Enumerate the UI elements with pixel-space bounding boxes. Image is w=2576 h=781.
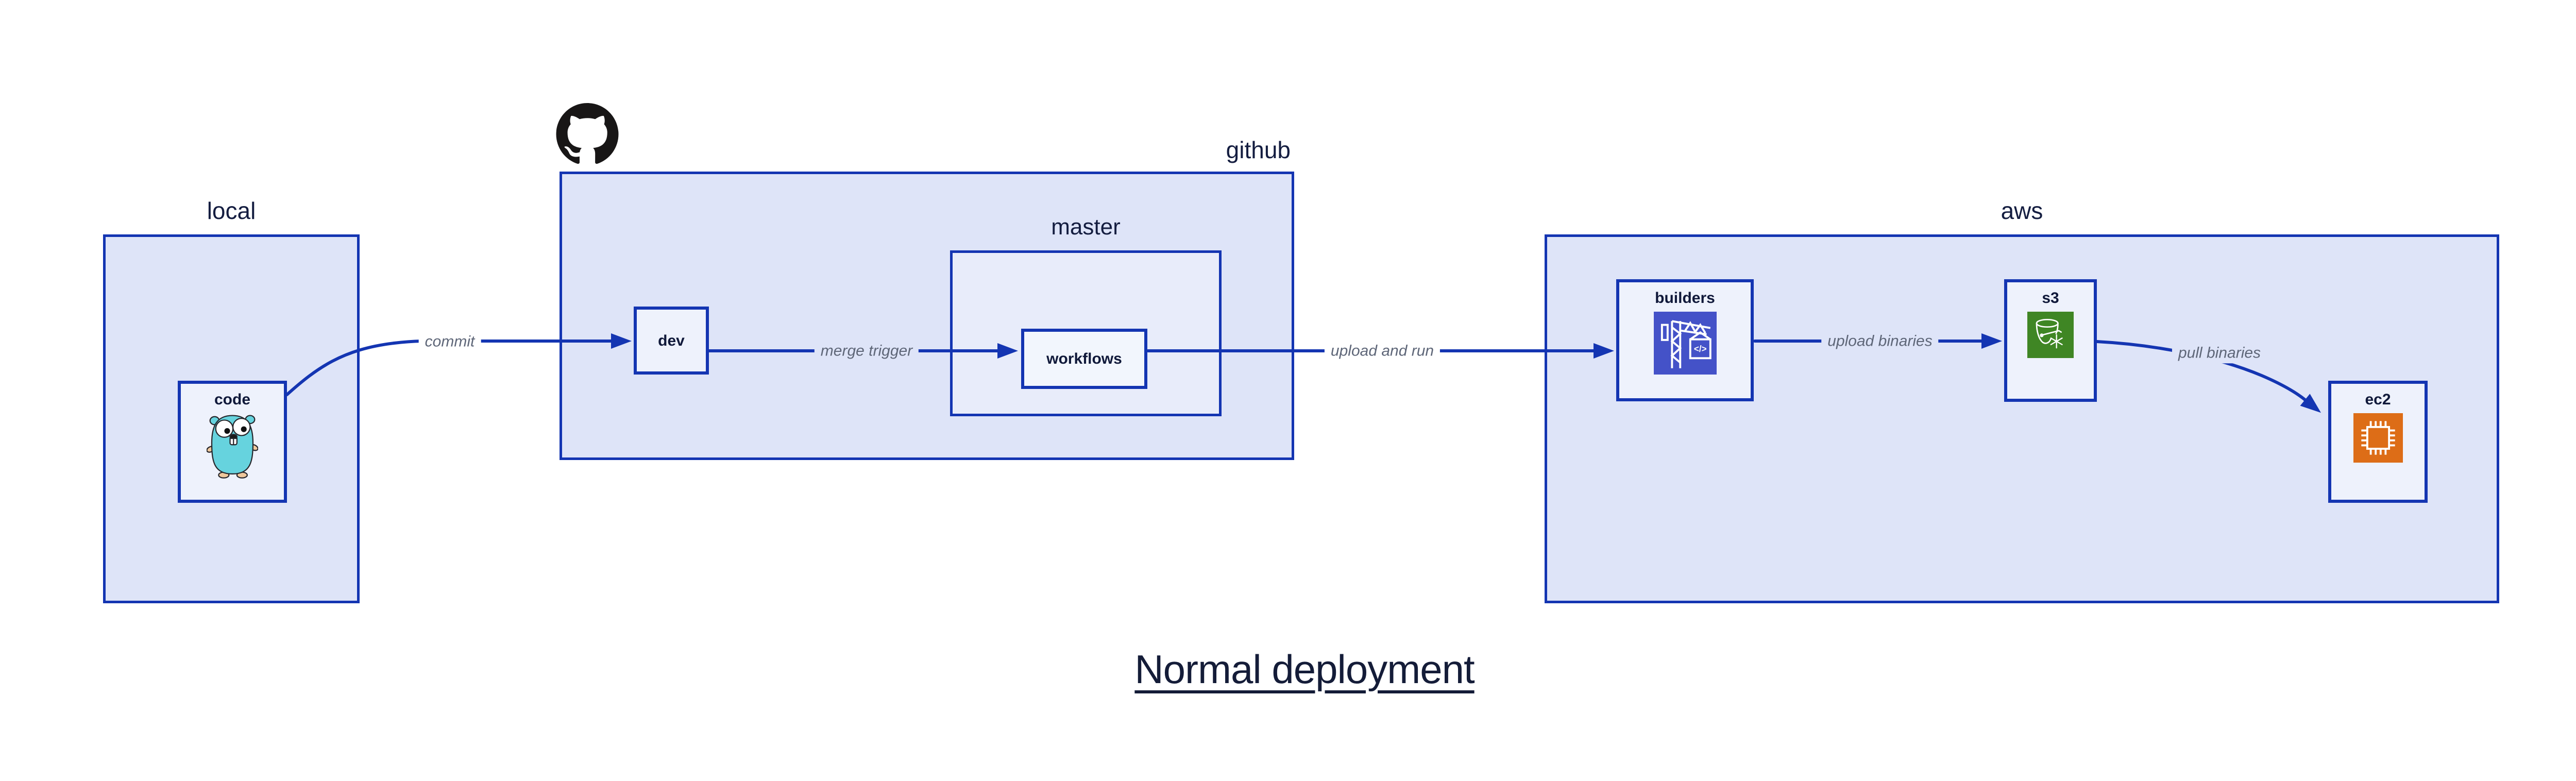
node-s3: s3 [2004,279,2097,402]
edge-label-commit: commit [418,331,481,352]
github-container-label: github [1226,137,1291,163]
master-container-label: master [1051,214,1121,240]
node-workflows: workflows [1021,329,1147,389]
node-builders-label: builders [1655,290,1715,307]
edge-label-pull-binaries: pull binaries [2172,343,2267,363]
edge-label-merge-trigger: merge trigger [814,341,919,361]
github-octocat-icon [555,103,619,168]
codebuild-code-glyph: </> [1693,344,1706,354]
local-container-label: local [207,197,256,224]
node-workflows-label: workflows [1046,350,1122,367]
aws-s3-glacier-icon [2027,312,2074,361]
node-dev-label: dev [658,332,685,349]
diagram-title: Normal deployment [1134,647,1475,692]
aws-container-label: aws [2001,197,2043,224]
aws-ec2-icon [2353,413,2403,465]
node-builders: builders </> [1616,279,1754,401]
edge-label-upload-and-run: upload and run [1324,341,1440,361]
edge-pull-binaries-arrow [2095,340,2321,413]
node-ec2-label: ec2 [2365,391,2391,408]
node-ec2: ec2 [2328,381,2428,503]
edge-label-upload-binaries: upload binaries [1821,331,1939,351]
node-code-label: code [214,391,251,408]
aws-codebuild-icon: </> [1653,312,1717,377]
go-gopher-icon [206,413,259,482]
node-code: code [178,381,287,503]
node-dev: dev [634,307,709,375]
node-s3-label: s3 [2042,290,2059,307]
